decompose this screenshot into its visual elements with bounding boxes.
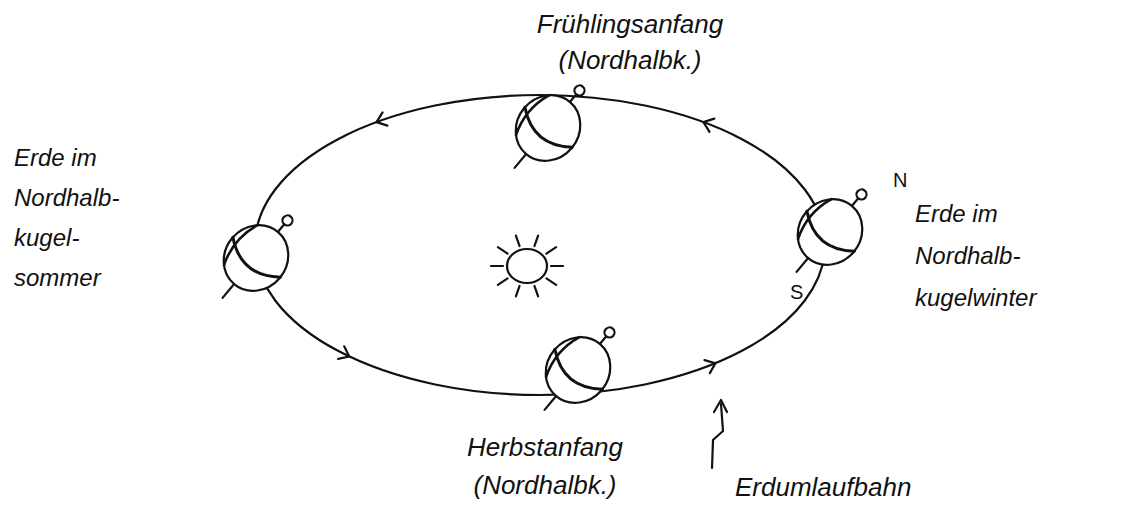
sun-symbol	[491, 236, 563, 297]
earth-symbol	[491, 67, 607, 188]
label-text: Erde im Nordhalb- kugel- sommer	[14, 138, 144, 298]
axis-line	[570, 94, 576, 102]
label-text: Erdumlaufbahn	[735, 470, 1035, 504]
earth-body	[210, 212, 301, 304]
sun-ray	[534, 286, 538, 296]
sun-ray	[498, 247, 508, 253]
sun-ray	[491, 265, 503, 267]
pole-marker	[280, 213, 294, 227]
axis-line	[600, 336, 606, 344]
pointer-line	[712, 404, 723, 468]
label-text: S	[790, 280, 820, 304]
sun-ray	[516, 286, 520, 296]
axis-line	[278, 224, 284, 232]
sun-disc	[507, 249, 547, 283]
direction-arrow	[374, 112, 387, 128]
terminator-line	[542, 334, 579, 377]
direction-arrow	[704, 357, 718, 373]
label-text: Herbstanfang (Nordhalbk.)	[400, 428, 690, 504]
sun-ray	[516, 236, 520, 246]
earth-body	[532, 324, 623, 416]
label-text: Erde im Nordhalb- kugelwinter	[915, 193, 1080, 319]
axis-line	[797, 258, 809, 272]
sun-ray	[551, 265, 563, 267]
sun-ray	[546, 247, 556, 253]
earth-group	[199, 67, 889, 430]
pole-marker	[602, 325, 616, 339]
earth-body	[502, 82, 593, 174]
sun-ray	[546, 278, 556, 284]
terminator-line	[512, 92, 549, 135]
pole-marker	[572, 83, 586, 97]
earth-symbol	[199, 197, 315, 318]
terminator-line	[794, 196, 831, 239]
sun-ray	[498, 278, 508, 284]
axis-line	[852, 198, 858, 206]
direction-arrow	[701, 116, 714, 132]
earth-symbol	[773, 171, 889, 292]
sun-rays	[491, 236, 563, 297]
sun-ray	[534, 236, 538, 246]
label-text: N	[893, 168, 923, 192]
earth-body	[784, 186, 875, 278]
pointer-head	[714, 400, 727, 412]
terminator-line	[220, 222, 257, 265]
pole-marker	[854, 187, 868, 201]
label-text: Frühlingsanfang (Nordhalbk.)	[480, 6, 780, 78]
earth-symbol	[521, 309, 637, 430]
axis-line	[223, 284, 235, 298]
direction-arrow	[338, 346, 352, 363]
axis-line	[515, 154, 527, 168]
axis-line	[545, 396, 557, 410]
